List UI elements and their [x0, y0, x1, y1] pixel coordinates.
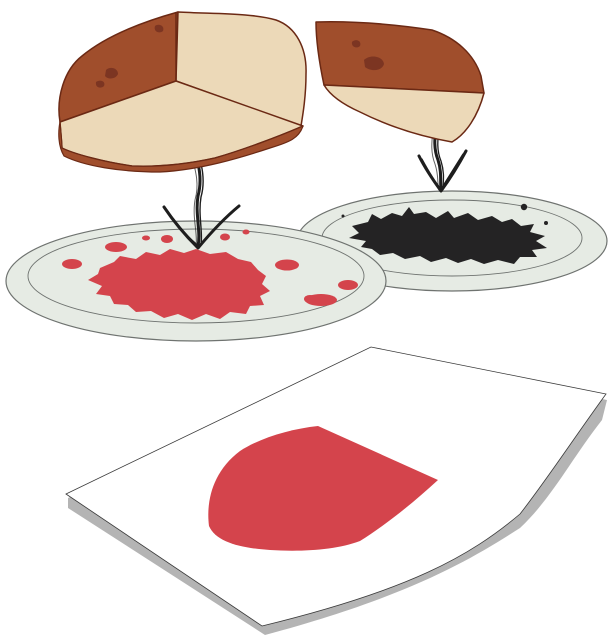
- crust-spot: [351, 40, 361, 48]
- black-droplet: [520, 203, 528, 211]
- crust-top: [315, 21, 485, 94]
- red-droplet: [220, 233, 230, 241]
- black-droplet: [544, 221, 548, 225]
- crust-spot: [95, 80, 105, 88]
- black-stain: [349, 207, 547, 264]
- crust-spot: [154, 24, 164, 33]
- black-droplet: [341, 214, 345, 218]
- crust-bottom-edge: [58, 121, 304, 173]
- crumb-face: [323, 84, 485, 143]
- bread-wedge-large: [58, 11, 307, 173]
- red-droplet: [275, 259, 299, 271]
- crust-outer: [58, 11, 179, 123]
- red-droplet: [338, 280, 358, 290]
- red-droplet: [304, 295, 316, 303]
- crumb-right: [175, 11, 307, 127]
- red-droplet: [161, 235, 173, 243]
- red-droplet: [142, 235, 150, 241]
- red-droplet: [105, 242, 127, 252]
- red-stain: [88, 249, 270, 320]
- bread-wedge-small: [315, 21, 485, 143]
- plate-with-red-stain: [5, 220, 387, 342]
- paper-sheet: [65, 346, 607, 635]
- red-droplet: [62, 259, 82, 269]
- crust-spot: [364, 56, 384, 71]
- red-droplet: [242, 229, 250, 235]
- arrow-to-black-plate: [417, 94, 468, 193]
- red-shape: [208, 426, 438, 551]
- crust-spot: [105, 67, 118, 79]
